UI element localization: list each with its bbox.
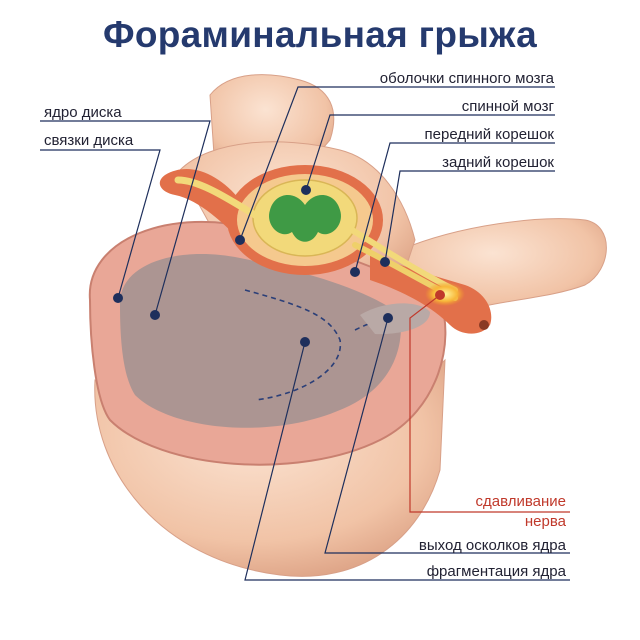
label-anterior-root: передний корешок <box>424 126 554 143</box>
leader-fragments <box>324 317 570 554</box>
leader-posterior-root <box>384 170 555 263</box>
leader-compression <box>409 294 570 513</box>
disc-nucleus <box>119 254 401 428</box>
leader-fragmentation <box>244 341 570 581</box>
label-disc-ligaments: связки диска <box>44 132 134 149</box>
leader-spinal-cord <box>305 114 555 191</box>
leader-anterior-root <box>354 142 555 273</box>
label-posterior-root: задний корешок <box>442 154 554 171</box>
leader-meninges <box>239 86 555 241</box>
left-nerve-sleeve <box>159 169 248 240</box>
nerve-canal <box>479 320 489 330</box>
label-meninges: оболочки спинного мозга <box>379 70 554 87</box>
left-nerve-root <box>174 176 259 219</box>
herniation <box>360 303 430 335</box>
label-nerve-compression-1: сдавливание <box>475 493 567 510</box>
fragmentation-outline <box>244 289 342 401</box>
label-spinal-cord: спинной мозг <box>461 98 554 115</box>
label-disc-nucleus: ядро диска <box>44 104 122 121</box>
grey-matter <box>269 194 341 242</box>
leader-disc-nucleus <box>40 120 211 316</box>
label-nerve-compression-2: нерва <box>524 513 566 530</box>
page-title: Фораминальная грыжа <box>102 14 538 55</box>
compression-glow <box>425 282 465 306</box>
label-fragments-exit: выход осколков ядра <box>418 537 566 554</box>
leader-disc-ligaments <box>40 149 161 299</box>
label-nucleus-fragmentation: фрагментация ядра <box>426 563 566 580</box>
